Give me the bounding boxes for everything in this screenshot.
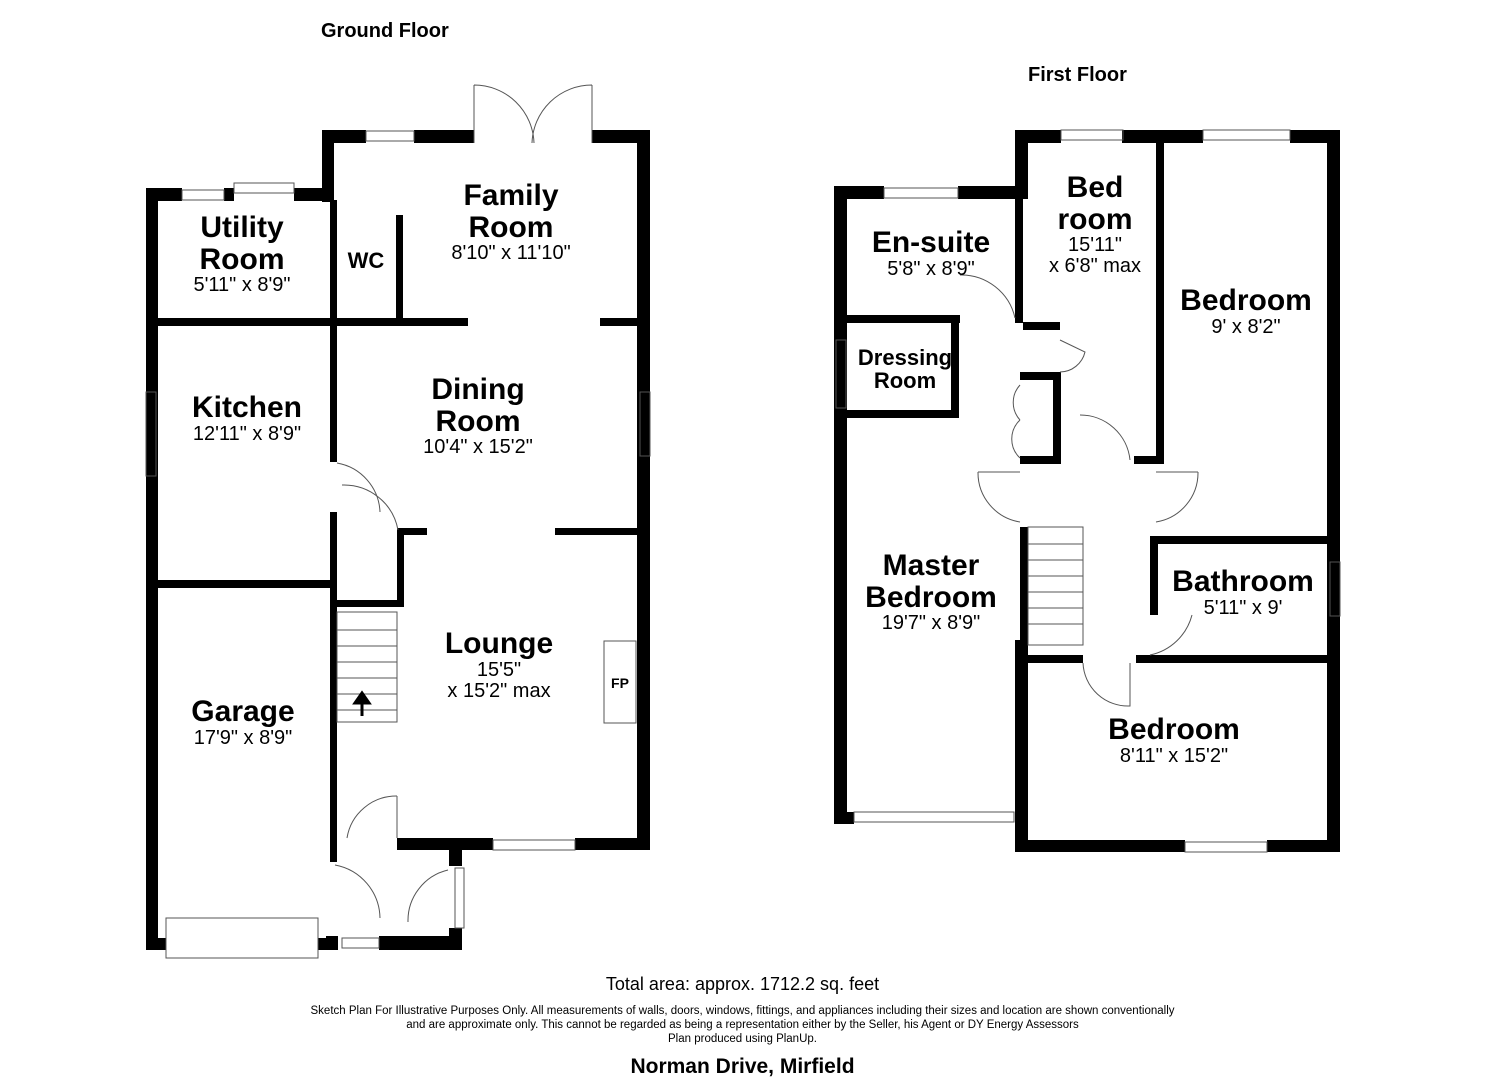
- room-wc: WC: [347, 248, 385, 273]
- stairs-arrow-icon: [352, 690, 372, 716]
- room-garage: Garage 17'9" x 8'9": [191, 695, 295, 749]
- room-dressing: Dressing Room: [857, 345, 953, 394]
- first-floor-fixtures: [835, 129, 1341, 853]
- room-bedroom-front: Bedroom 8'11" x 15'2": [1108, 713, 1240, 767]
- disclaimer: Sketch Plan For Illustrative Purposes On…: [310, 1005, 1175, 1045]
- total-area: Total area: approx. 1712.2 sq. feet: [605, 974, 880, 994]
- fireplace-label: FP: [611, 675, 629, 691]
- first-floor-heading: First Floor: [1028, 64, 1127, 86]
- room-utility: Utility Room 5'11" x 8'9": [193, 211, 291, 296]
- room-bedroom-small: Bed room 15'11" x 6'8" max: [1048, 171, 1142, 277]
- room-lounge: Lounge 15'5" x 15'2" max: [444, 627, 554, 702]
- room-dining: Dining Room 10'4" x 15'2": [423, 373, 533, 458]
- ground-floor-heading: Ground Floor: [321, 20, 449, 42]
- room-family: Family Room 8'10" x 11'10": [451, 179, 571, 264]
- room-bedroom-rear: Bedroom 9' x 8'2": [1180, 284, 1312, 338]
- property-address: Norman Drive, Mirfield: [630, 1055, 855, 1078]
- room-kitchen: Kitchen 12'11" x 8'9": [191, 391, 303, 445]
- ground-floor-walls: [146, 130, 650, 950]
- room-bathroom: Bathroom 5'11" x 9': [1172, 565, 1314, 619]
- ground-floor-fixtures: [145, 84, 651, 959]
- room-en-suite: En-suite 5'8" x 8'9": [871, 226, 991, 280]
- room-master-bedroom: Master Bedroom 19'7" x 8'9": [865, 549, 997, 634]
- first-floor-walls: [834, 130, 1340, 852]
